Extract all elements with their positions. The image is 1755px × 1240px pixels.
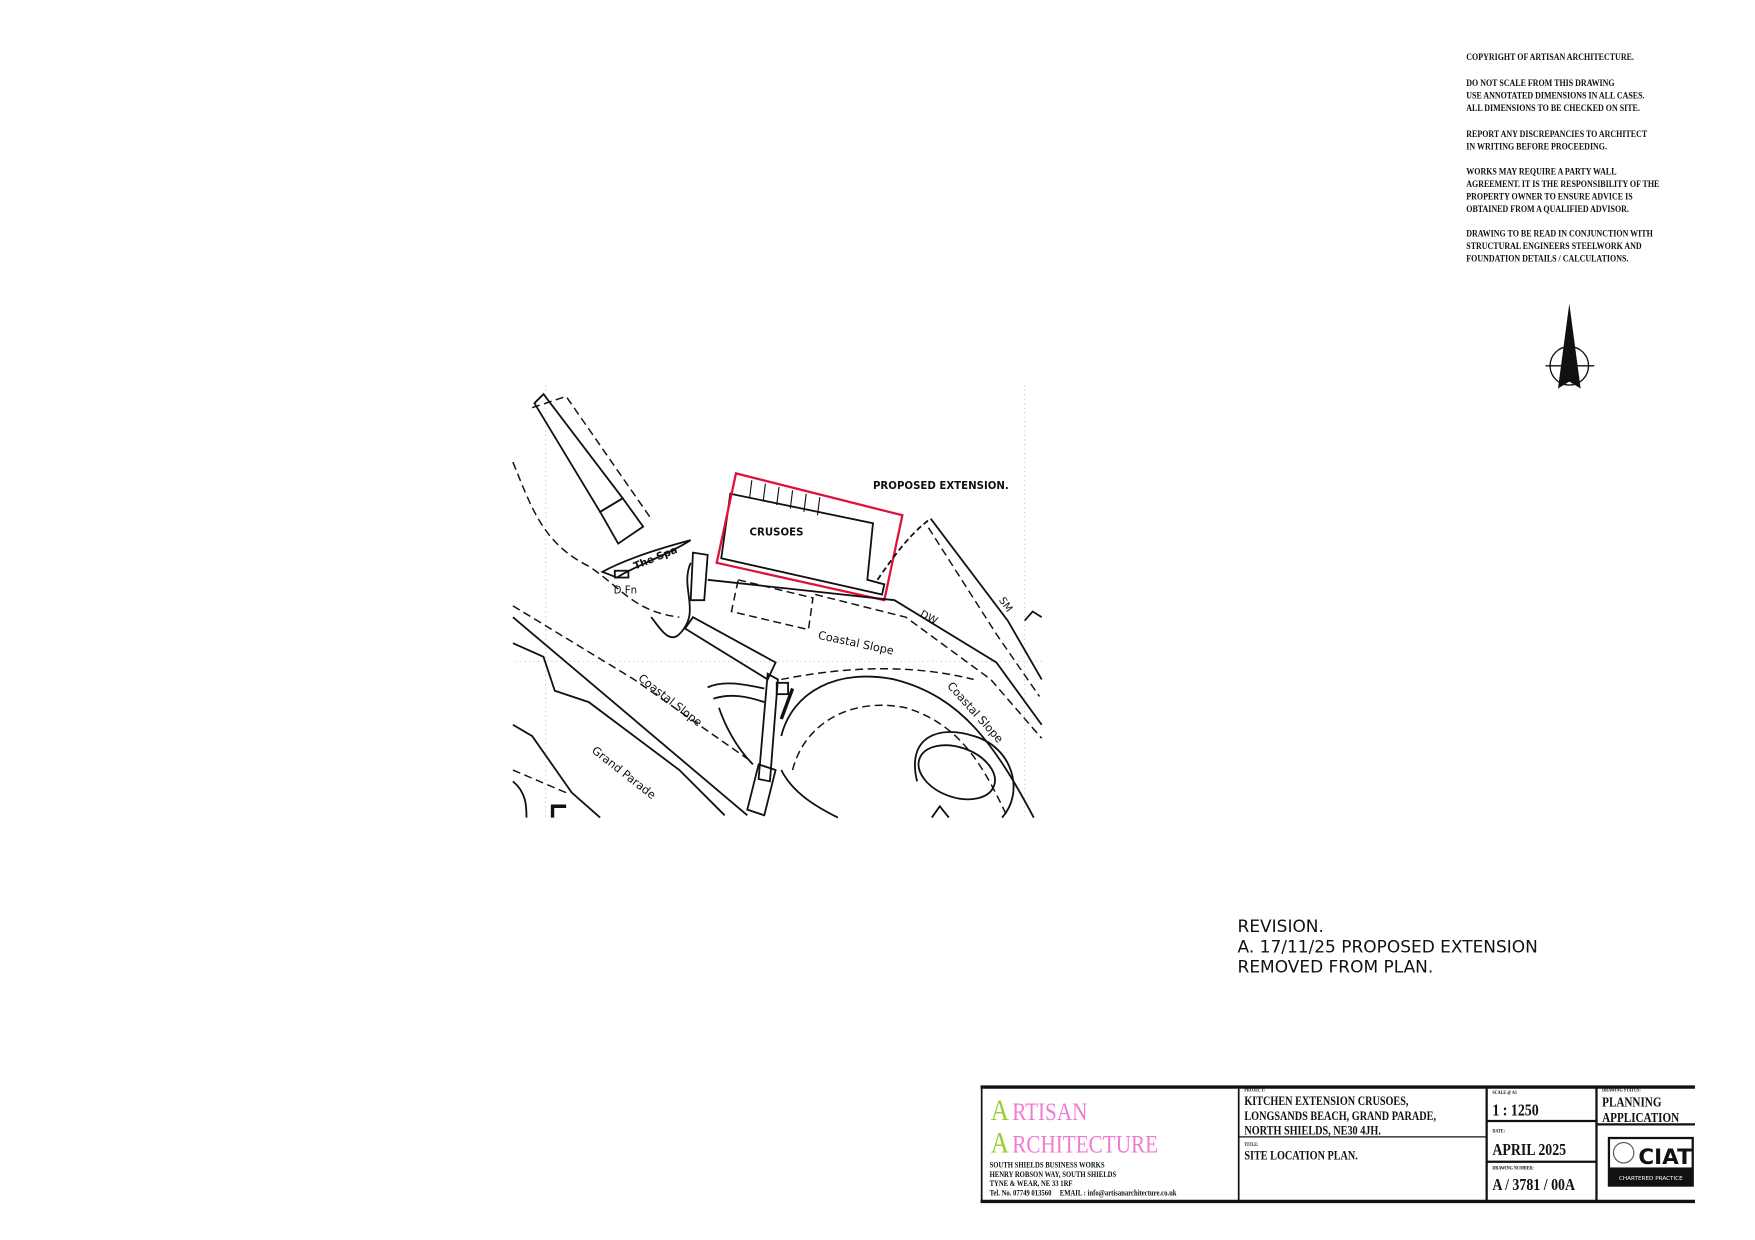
revision-line: REMOVED FROM PLAN. xyxy=(1238,958,1434,978)
logo-word: RCHITECTURE xyxy=(1012,1130,1158,1158)
drawing-number-label: DRAWING NUMBER: xyxy=(1492,1166,1534,1171)
crusoes-label: CRUSOES xyxy=(750,528,804,539)
note-line: PROPERTY OWNER TO ENSURE ADVICE IS xyxy=(1466,191,1632,202)
project-label: PROJECT: xyxy=(1244,1088,1265,1093)
date-label: DATE: xyxy=(1492,1129,1505,1134)
note-line: OBTAINED FROM A QUALIFIED ADVISOR. xyxy=(1466,203,1629,214)
logo-word: RTISAN xyxy=(1012,1097,1087,1125)
title-label: TITLE: xyxy=(1244,1143,1259,1148)
note-line: REPORT ANY DISCREPANCIES TO ARCHITECT xyxy=(1466,128,1647,139)
d-fn-label: D Fn xyxy=(614,585,637,596)
logo-initial: A xyxy=(991,1127,1009,1159)
title-block: A RTISAN A RCHITECTURE SOUTH SHIELDS BUS… xyxy=(980,1085,1695,1204)
note-line: STRUCTURAL ENGINEERS STEELWORK AND xyxy=(1466,240,1641,251)
grand-parade-label: Grand Parade xyxy=(589,743,659,802)
project-line: LONGSANDS BEACH, GRAND PARADE, xyxy=(1244,1110,1436,1123)
coastal-slope-label: Coastal Slope xyxy=(817,628,895,658)
revision-note: REVISION. A. 17/11/25 PROPOSED EXTENSION… xyxy=(1238,917,1538,978)
proposed-extension-label: PROPOSED EXTENSION. xyxy=(873,481,1009,492)
ciat-logo: CIAT CHARTERED PRACTICE xyxy=(1607,1136,1694,1187)
note-line: AGREEMENT. IT IS THE RESPONSIBILITY OF T… xyxy=(1466,178,1659,189)
project-line: KITCHEN EXTENSION CRUSOES, xyxy=(1244,1095,1408,1108)
project-line: NORTH SHIELDS, NE30 4JH. xyxy=(1244,1125,1381,1138)
drawing-title: SITE LOCATION PLAN. xyxy=(1244,1150,1358,1163)
note-line: ALL DIMENSIONS TO BE CHECKED ON SITE. xyxy=(1466,102,1640,113)
north-arrow-icon: N xyxy=(1545,303,1595,389)
note-line: DRAWING TO BE READ IN CONJUNCTION WITH xyxy=(1466,228,1653,239)
note-line: WORKS MAY REQUIRE A PARTY WALL xyxy=(1466,166,1616,177)
the-spa-label: The Spa xyxy=(632,545,679,573)
dw-label: DW xyxy=(918,609,939,627)
revision-heading: REVISION. xyxy=(1238,917,1324,937)
coastal-slope-label: Coastal Slope xyxy=(636,671,705,730)
logo-initial: A xyxy=(991,1094,1009,1126)
sm-label: SM xyxy=(996,596,1014,615)
note-line: IN WRITING BEFORE PROCEEDING. xyxy=(1466,141,1607,152)
coastal-slope-label: Coastal Slope xyxy=(944,679,1006,746)
artisan-architecture-logo: A RTISAN A RCHITECTURE xyxy=(991,1094,1158,1159)
address-line: TYNE & WEAR, NE 33 1RF xyxy=(990,1179,1073,1189)
address-line: HENRY ROBSON WAY, SOUTH SHIELDS xyxy=(990,1169,1117,1179)
address-line: SOUTH SHIELDS BUSINESS WORKS xyxy=(990,1160,1105,1170)
contact-line: Tel. No. 07749 013560 EMAIL : info@artis… xyxy=(990,1188,1178,1198)
scale-value: 1 : 1250 xyxy=(1492,1101,1539,1120)
north-letter: N xyxy=(1564,362,1574,378)
status-label: DRAWING STATUS: xyxy=(1602,1088,1641,1093)
note-line: DO NOT SCALE FROM THIS DRAWING xyxy=(1466,77,1614,88)
status-line: PLANNING xyxy=(1602,1094,1662,1109)
drawing-number-value: A / 3781 / 00A xyxy=(1492,1176,1575,1195)
note-line: FOUNDATION DETAILS / CALCULATIONS. xyxy=(1466,253,1628,264)
date-value: APRIL 2025 xyxy=(1492,1141,1566,1160)
note-line: USE ANNOTATED DIMENSIONS IN ALL CASES. xyxy=(1466,90,1644,101)
ciat-subtitle: CHARTERED PRACTICE xyxy=(1619,1176,1683,1182)
scale-label: SCALE @ A1 xyxy=(1492,1091,1517,1096)
site-boundary xyxy=(715,471,904,602)
general-notes: COPYRIGHT OF ARTISAN ARCHITECTURE. DO NO… xyxy=(1466,51,1659,263)
site-plan: PROPOSED EXTENSION. CRUSOES The Spa D Fn… xyxy=(512,385,1043,819)
status-line: APPLICATION xyxy=(1602,1110,1679,1125)
revision-line: A. 17/11/25 PROPOSED EXTENSION xyxy=(1238,937,1538,957)
ciat-name: CIAT xyxy=(1638,1145,1692,1170)
note-line: COPYRIGHT OF ARTISAN ARCHITECTURE. xyxy=(1466,51,1634,62)
